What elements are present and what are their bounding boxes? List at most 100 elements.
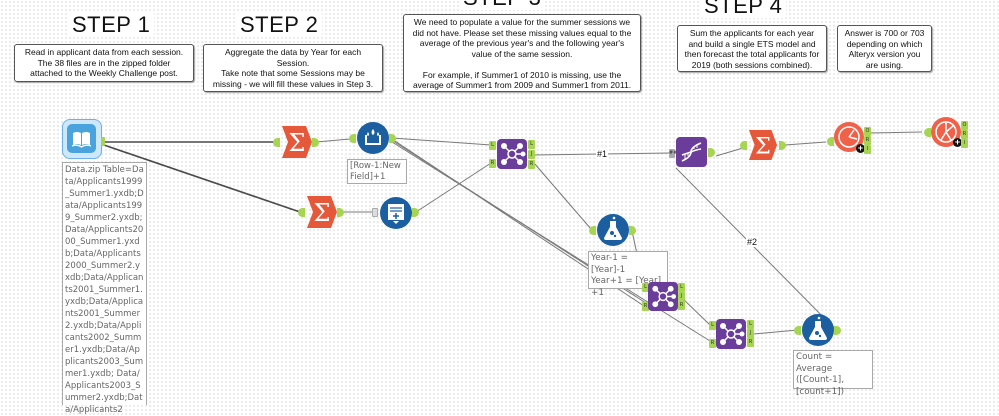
- record-id-tool[interactable]: [380, 197, 412, 229]
- ts-forecast-report-anchor[interactable]: R: [961, 130, 968, 139]
- step-4-comment[interactable]: Sum the applicants for each year and bui…: [677, 25, 827, 72]
- step-4-title: STEP 4: [700, 0, 787, 18]
- join-1-join-output-anchor[interactable]: J: [528, 150, 535, 159]
- wire-join2L-join3L: [679, 295, 711, 326]
- svg-text:Σ: Σ: [314, 199, 331, 227]
- sigma-icon: Σ: [282, 126, 312, 158]
- formula-2-input-anchor[interactable]: [794, 326, 801, 335]
- step-2-title: STEP 2: [236, 13, 323, 37]
- plus-badge-icon: +: [856, 143, 865, 153]
- join-1-right-output-anchor[interactable]: R: [528, 160, 535, 169]
- multirow-input-anchor[interactable]: [349, 134, 356, 143]
- wire-input-summarize2: [100, 143, 301, 213]
- svg-text:Σ: Σ: [755, 133, 771, 159]
- join-1-right-anchor[interactable]: R: [489, 159, 496, 168]
- join-3-join-output-anchor[interactable]: J: [747, 329, 754, 338]
- wire-multirow-join1L: [391, 137, 492, 146]
- wire-ets-formula2: [675, 167, 837, 331]
- formula-tool-1[interactable]: [597, 214, 629, 246]
- input-tool-annotation: Data.zip Table=Data/Applicants1999_Summe…: [62, 162, 147, 415]
- wire-join1R-formula1: [533, 162, 592, 230]
- wire-join3J-formula2: [752, 329, 799, 335]
- join-1-left-anchor[interactable]: L: [489, 141, 496, 150]
- join-1-left-output-anchor[interactable]: L: [528, 140, 535, 149]
- ts-compare-output-anchor[interactable]: O: [864, 127, 871, 136]
- ets-input-anchor[interactable]: ##: [669, 149, 678, 158]
- summarize-tool-3[interactable]: Σ: [748, 130, 778, 160]
- step-1-comment[interactable]: Read in applicant data from each session…: [14, 44, 194, 82]
- step-1-title: STEP 1: [68, 13, 155, 37]
- time-series-icon: [838, 126, 860, 148]
- dna-icon: [681, 142, 702, 162]
- wire-multirow-join3R: [391, 141, 711, 342]
- ts-compare-interactive-anchor[interactable]: I: [864, 145, 871, 154]
- sigma-icon: Σ: [307, 196, 337, 228]
- ets-output-anchor[interactable]: [708, 148, 715, 157]
- record-id-icon: [388, 204, 404, 224]
- join-2-join-output-anchor[interactable]: J: [678, 292, 685, 301]
- summarize-1-output-anchor[interactable]: [312, 138, 319, 147]
- ts-union-input-anchor[interactable]: [827, 137, 834, 146]
- join-3-right-anchor[interactable]: R: [709, 339, 716, 348]
- wire-sum1-multirow: [315, 138, 351, 143]
- multirow-annotation: [Row-1:New Field]+1: [347, 159, 407, 184]
- join-icon: [720, 323, 745, 345]
- join-3-right-output-anchor[interactable]: R: [747, 338, 754, 347]
- summarize-2-output-anchor[interactable]: [337, 208, 344, 217]
- step-2-comment[interactable]: Aggregate the data by Year for each Sess…: [203, 44, 383, 92]
- summarize-3-output-anchor[interactable]: [779, 141, 786, 150]
- connection-wires: [100, 131, 923, 342]
- step-3-comment[interactable]: We need to populate a value for the summ…: [403, 14, 641, 92]
- wire-sum3-union: [784, 141, 827, 146]
- formula-tool-2[interactable]: [802, 314, 834, 346]
- formula-2-output-anchor[interactable]: [834, 326, 841, 335]
- join-2-right-anchor[interactable]: R: [642, 302, 649, 311]
- wire-recordid-join1R: [415, 162, 492, 213]
- input-data-tool[interactable]: [62, 119, 102, 159]
- input-tool-body: [67, 124, 96, 153]
- ts-forecast-input-anchor[interactable]: [924, 128, 931, 137]
- wire-ets-summarize3: [715, 147, 744, 157]
- join-2-left-output-anchor[interactable]: L: [678, 283, 685, 292]
- recordid-input-anchor[interactable]: [372, 208, 378, 217]
- ts-forecast-output-anchor[interactable]: O: [961, 121, 968, 130]
- join-2-right-output-anchor[interactable]: R: [678, 301, 685, 310]
- join-2-left-anchor[interactable]: L: [642, 283, 649, 292]
- connection-label-1: #1: [596, 149, 609, 159]
- multi-row-formula-tool[interactable]: [357, 122, 389, 154]
- formula-1-input-anchor[interactable]: [589, 226, 596, 235]
- book-icon: [71, 132, 92, 148]
- join-tool-3[interactable]: [716, 319, 746, 349]
- formula-1-annotation: Year-1 = [Year]-1 Year+1 = [Year] +1: [588, 251, 668, 298]
- join-icon: [501, 143, 526, 165]
- summarize-1-input-anchor[interactable]: [273, 138, 280, 147]
- multirow-output-anchor[interactable]: [389, 134, 396, 143]
- summarize-tool-1[interactable]: Σ: [282, 126, 312, 158]
- join-tool-2[interactable]: [648, 282, 678, 311]
- forecast-icon: [935, 121, 957, 143]
- step-3-title: STEP 3: [459, 0, 546, 10]
- recordid-output-anchor[interactable]: [412, 208, 419, 217]
- flask-icon: [604, 216, 622, 240]
- sigma-icon: Σ: [748, 130, 778, 160]
- join-3-left-output-anchor[interactable]: L: [747, 320, 754, 329]
- ts-forecast-interactive-anchor[interactable]: I: [961, 139, 968, 148]
- input-output-anchor[interactable]: [101, 137, 105, 146]
- plus-badge-icon: +: [953, 137, 962, 147]
- summarize-tool-2[interactable]: Σ: [307, 196, 337, 228]
- ts-compare-tool[interactable]: [834, 122, 864, 152]
- join-3-left-anchor[interactable]: L: [709, 321, 716, 330]
- svg-text:Σ: Σ: [289, 129, 306, 157]
- ets-tool[interactable]: [676, 137, 707, 167]
- join-icon: [652, 285, 677, 308]
- answer-comment[interactable]: Answer is 700 or 703 depending on which …: [837, 25, 932, 72]
- ts-compare-report-anchor[interactable]: R: [864, 136, 871, 145]
- summarize-2-input-anchor[interactable]: [298, 208, 305, 217]
- join-tool-1[interactable]: [497, 139, 527, 169]
- formula-2-annotation: Count = Average ([Count-1], [count+1]): [793, 350, 873, 397]
- formula-1-output-anchor[interactable]: [629, 226, 636, 235]
- flask-icon: [809, 316, 827, 340]
- summarize-3-input-anchor[interactable]: [740, 141, 747, 150]
- multi-row-icon: [365, 129, 381, 145]
